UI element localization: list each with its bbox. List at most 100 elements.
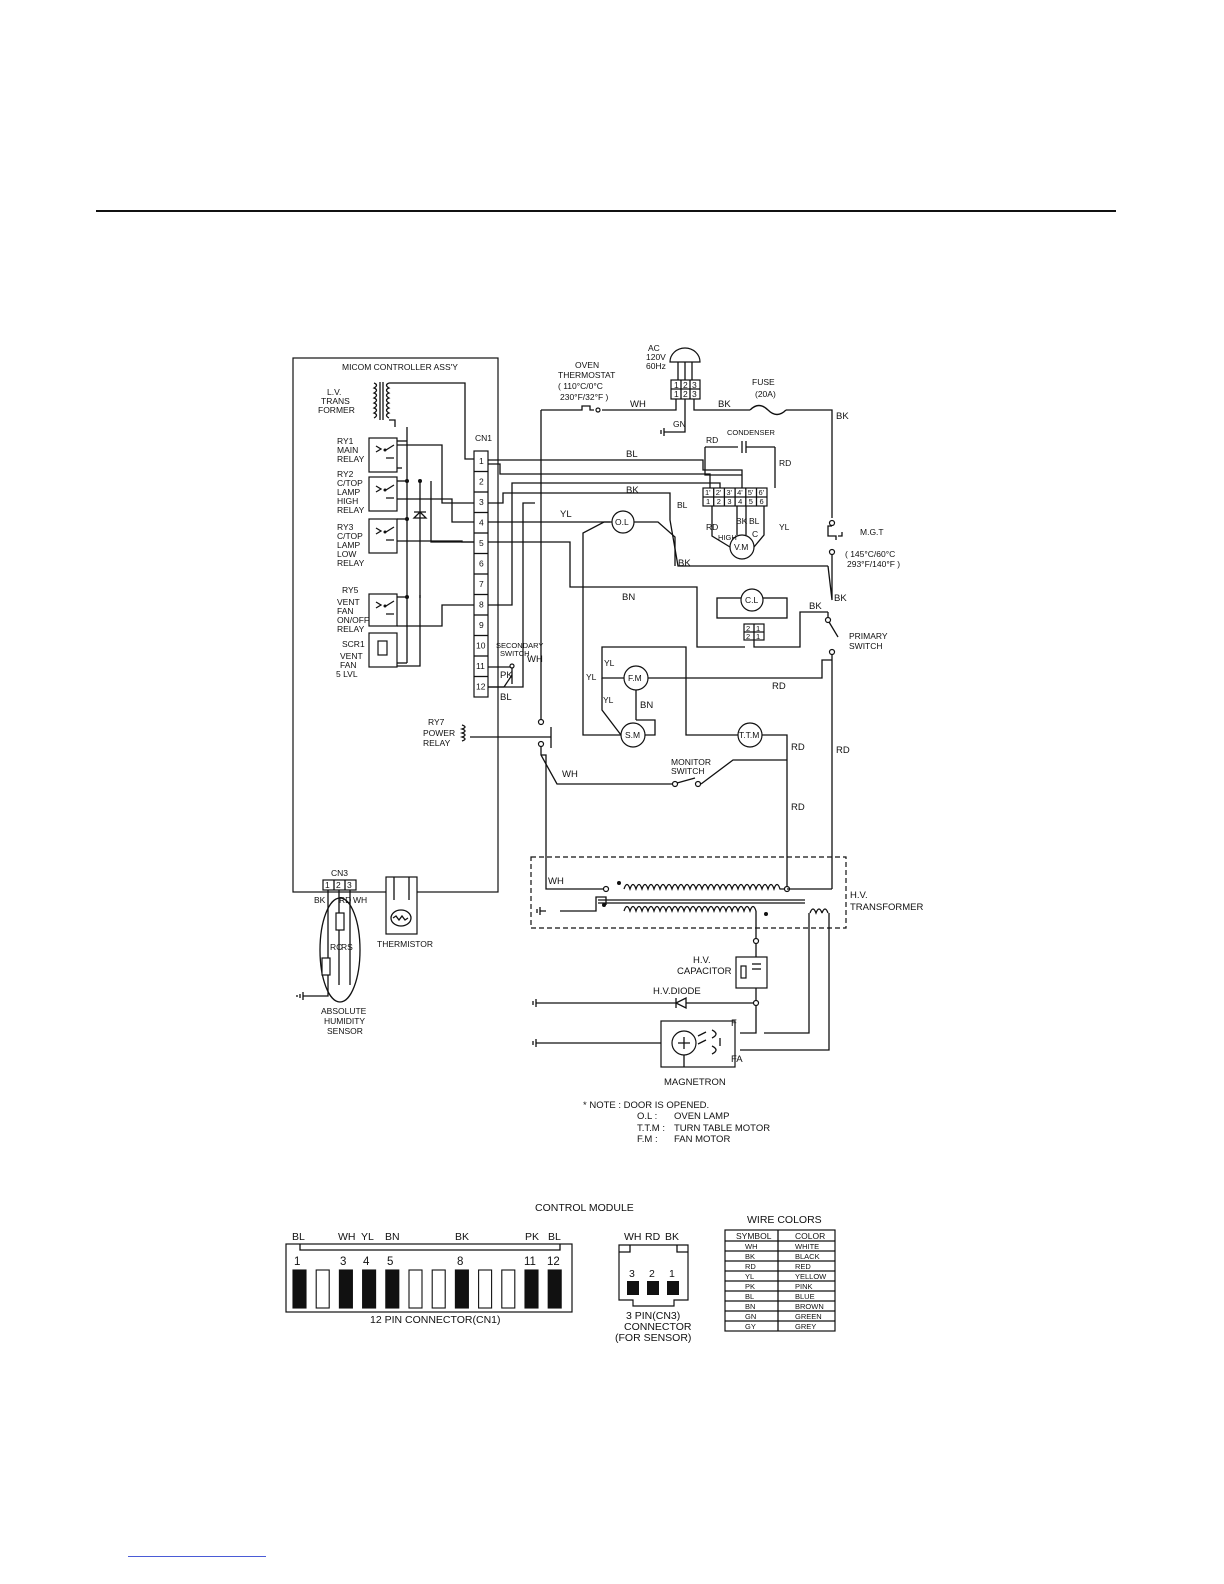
- svg-text:WIRE COLORS: WIRE COLORS: [747, 1214, 822, 1226]
- svg-text:H.V.: H.V.: [850, 890, 868, 901]
- svg-text:WH: WH: [630, 399, 646, 410]
- svg-text:293°F/140°F ): 293°F/140°F ): [847, 559, 900, 569]
- cn1-detail-pin: [408, 1269, 423, 1309]
- svg-text:LAMP: LAMP: [337, 487, 360, 497]
- svg-text:WH: WH: [562, 769, 578, 780]
- svg-text:BK: BK: [834, 593, 847, 604]
- vm-terminal-top: 1': [705, 488, 711, 497]
- svg-text:RD: RD: [791, 802, 805, 813]
- cn1-wire-color: YL: [361, 1231, 374, 1243]
- svg-text:FA: FA: [731, 1054, 743, 1065]
- svg-text:F: F: [731, 1018, 737, 1029]
- wire-color-name: PINK: [795, 1282, 813, 1291]
- svg-text:H.V.: H.V.: [693, 955, 711, 966]
- wire-color-name: YELLOW: [795, 1272, 827, 1281]
- svg-text:PRIMARY: PRIMARY: [849, 631, 888, 641]
- wire-color-symbol: GN: [745, 1312, 756, 1321]
- svg-text:RY7: RY7: [428, 717, 445, 727]
- cn1-detail-pin: [478, 1269, 493, 1309]
- svg-text:( 110°C/0°C: ( 110°C/0°C: [558, 381, 603, 391]
- svg-text:BK: BK: [836, 411, 849, 422]
- svg-text:ABSOLUTE: ABSOLUTE: [321, 1006, 367, 1016]
- svg-text:THERMISTOR: THERMISTOR: [377, 939, 433, 949]
- wire-color-name: BROWN: [795, 1302, 824, 1311]
- svg-text:M.G.T: M.G.T: [860, 527, 884, 537]
- svg-text:CN3: CN3: [331, 868, 348, 878]
- svg-text:RY5: RY5: [342, 585, 359, 595]
- svg-text:L.V.: L.V.: [327, 387, 341, 397]
- oven-lamp: O.L: [582, 510, 676, 736]
- cn1-pin-number: 3: [340, 1256, 346, 1268]
- svg-text:OVEN LAMP: OVEN LAMP: [674, 1111, 729, 1122]
- svg-text:BK: BK: [665, 1231, 679, 1243]
- svg-text:RD: RD: [772, 681, 786, 692]
- svg-text:(20A): (20A): [755, 389, 776, 399]
- svg-text:YL: YL: [586, 672, 597, 682]
- svg-text:AC: AC: [648, 343, 660, 353]
- svg-text:FAN: FAN: [337, 606, 354, 616]
- fuse: FUSE (20A) BK BK: [718, 377, 849, 518]
- svg-text:WH: WH: [624, 1231, 642, 1243]
- svg-text:SWITCH: SWITCH: [849, 641, 883, 651]
- svg-text:RELAY: RELAY: [337, 558, 365, 568]
- cn1-detail-pin: [501, 1269, 516, 1309]
- svg-text:C.L: C.L: [745, 595, 759, 605]
- svg-text:HIGH: HIGH: [337, 496, 358, 506]
- cn1-pin-label: 10: [476, 641, 486, 651]
- svg-text:YL: YL: [779, 522, 790, 532]
- bottom-link-rule: [128, 1556, 266, 1557]
- svg-text:YL: YL: [603, 695, 614, 705]
- svg-text:BK: BK: [626, 485, 639, 496]
- svg-text:SWITCH: SWITCH: [671, 766, 705, 776]
- svg-text:CONDENSER: CONDENSER: [727, 428, 776, 437]
- svg-text:RD: RD: [706, 522, 718, 532]
- control-module-title: CONTROL MODULE: [535, 1202, 634, 1214]
- svg-text:LOW: LOW: [337, 549, 356, 559]
- cn1-detail-pin: [362, 1269, 377, 1309]
- relay-ry1: RY1 MAIN RELAY: [337, 436, 398, 473]
- condenser: CONDENSER RD RD: [704, 428, 791, 488]
- cn1-pin-label: 2: [479, 477, 484, 487]
- svg-text:BK: BK: [736, 516, 748, 526]
- wire-color-name: GREY: [795, 1322, 816, 1331]
- svg-text:FAN: FAN: [340, 660, 357, 670]
- svg-text:RY1: RY1: [337, 436, 354, 446]
- svg-text:RELAY: RELAY: [337, 624, 365, 634]
- cn1-detail-pin: [431, 1269, 446, 1309]
- wire-color-symbol: YL: [745, 1272, 754, 1281]
- svg-text:2: 2: [683, 389, 688, 399]
- vm-terminal-top: 2': [716, 488, 722, 497]
- relay-ry7: RY7 POWER RELAY: [423, 717, 551, 748]
- svg-text:POWER: POWER: [423, 728, 455, 738]
- svg-text:F.M :: F.M :: [637, 1134, 658, 1145]
- cn1-wire-color: BK: [455, 1231, 469, 1243]
- svg-text:1: 1: [669, 1268, 675, 1280]
- hv-transformer: H.V. TRANSFORMER: [530, 856, 924, 1051]
- svg-text:HIGH: HIGH: [718, 533, 737, 542]
- cn3-connector-detail: WH RD BK 3 2 1 3 PIN(CN3) CONNECTOR (FOR…: [615, 1231, 692, 1344]
- svg-text:120V: 120V: [646, 352, 666, 362]
- svg-text:BN: BN: [640, 700, 653, 711]
- ac-plug: AC 120V 60Hz 1 2 3 1 2 3 GN: [602, 343, 750, 436]
- svg-text:LAMP: LAMP: [337, 540, 360, 550]
- cn1-wire-color: BL: [548, 1231, 561, 1243]
- cn1-wire-color: WH: [338, 1231, 356, 1243]
- svg-text:12 PIN CONNECTOR(CN1): 12 PIN CONNECTOR(CN1): [370, 1314, 501, 1326]
- svg-text:WH: WH: [527, 654, 543, 665]
- svg-text:2: 2: [336, 880, 341, 890]
- svg-text:T.T.M: T.T.M: [739, 730, 759, 740]
- wire-color-symbol: BL: [745, 1292, 754, 1301]
- humidity-sensor: BK RD WH RC RS ABSOLUTE HUMIDITY SENSOR: [296, 890, 367, 1036]
- micom-controller: MICOM CONTROLLER ASS'Y L.V. TRANS FORMER…: [292, 357, 551, 893]
- svg-text:S.M: S.M: [625, 730, 640, 740]
- cn1-detail-pin: [315, 1269, 330, 1309]
- svg-text:ON/OFF: ON/OFF: [337, 615, 369, 625]
- svg-text:1: 1: [756, 632, 760, 641]
- cn1-pin-number: 5: [387, 1256, 393, 1268]
- cn1-pin-number: 12: [547, 1256, 560, 1268]
- wire-color-symbol: WH: [745, 1242, 758, 1251]
- cn1-detail-pin: [385, 1269, 400, 1309]
- svg-text:FAN MOTOR: FAN MOTOR: [674, 1134, 730, 1145]
